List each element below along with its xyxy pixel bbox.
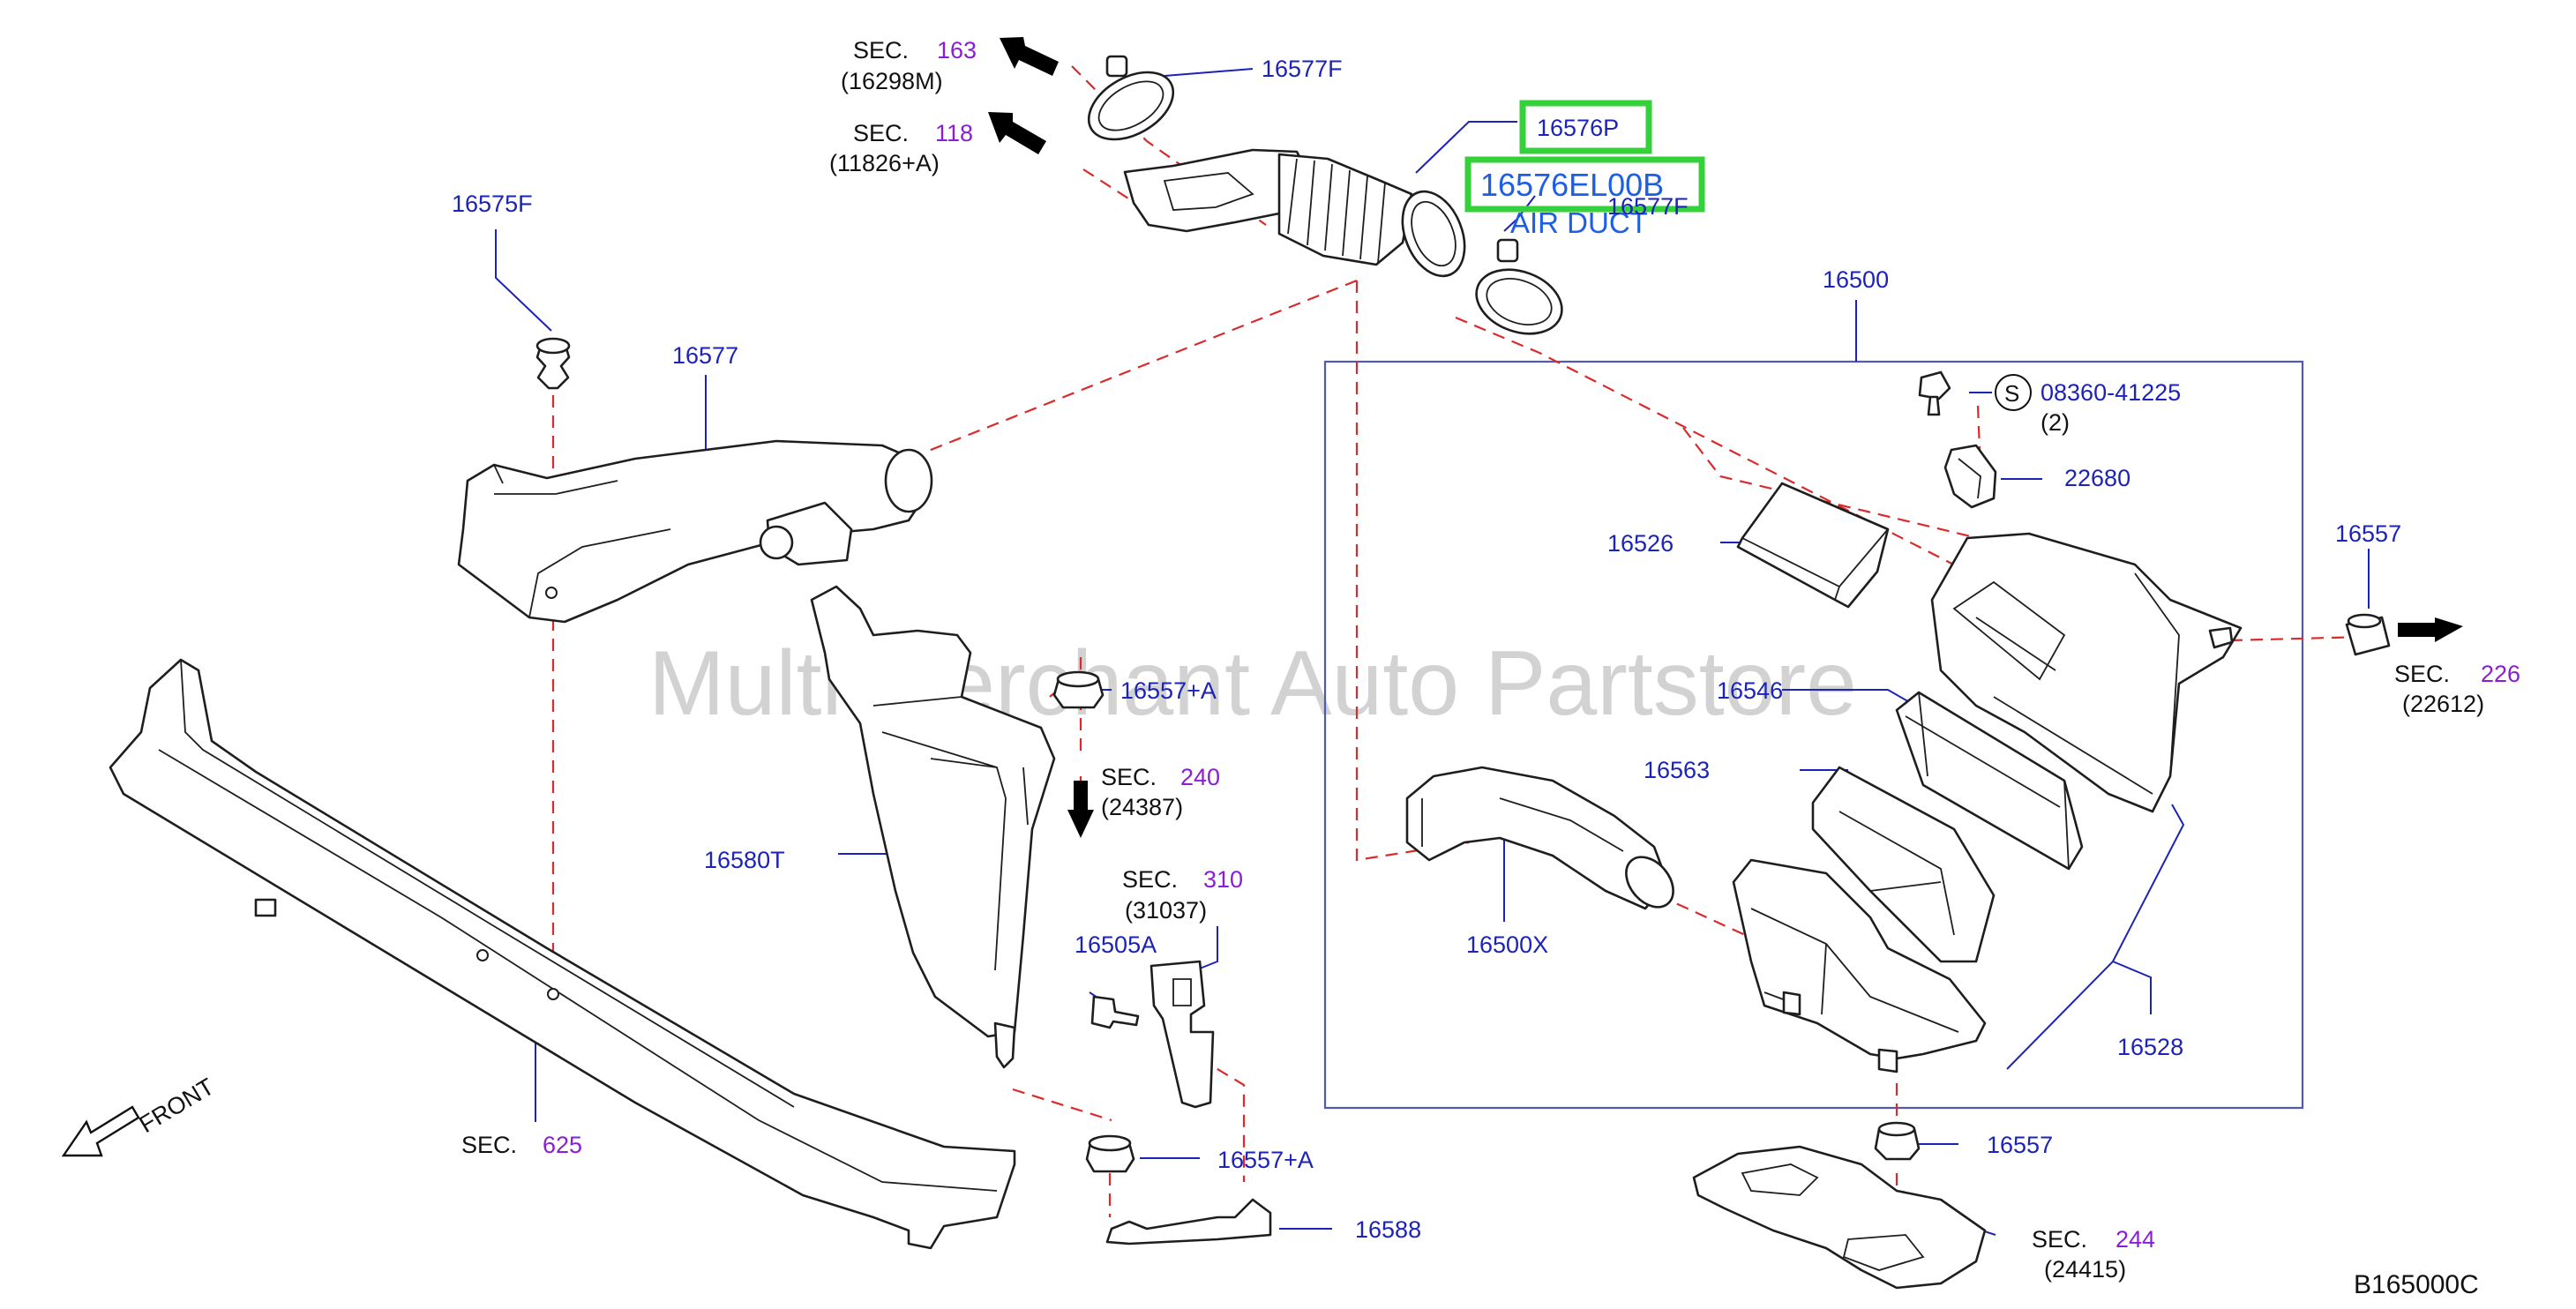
svg-text:SEC.: SEC. (1122, 866, 1178, 893)
inlet-16500x (1405, 766, 1674, 910)
svg-text:244: 244 (2115, 1226, 2155, 1253)
mount-16557-right (2345, 613, 2391, 656)
label-16500[interactable]: 16500 (1823, 266, 1889, 293)
tray-16563 (1811, 766, 1996, 963)
svg-text:310: 310 (1203, 866, 1243, 893)
svg-text:118: 118 (935, 120, 973, 146)
label-16546[interactable]: 16546 (1717, 677, 1783, 704)
bracket-16588 (1105, 1198, 1272, 1245)
section-ref-240[interactable]: SEC. 240 (24387) (1101, 764, 1220, 820)
label-16575f[interactable]: 16575F (452, 191, 533, 217)
section-ref-163[interactable]: SEC. 163 (16298M) (841, 37, 977, 94)
section-ref-244[interactable]: SEC. 244 (24415) (2032, 1226, 2155, 1283)
section-ref-226[interactable]: SEC. 226 (22612) (2394, 661, 2520, 717)
label-16557a-lower[interactable]: 16557+A (1217, 1147, 1314, 1173)
label-16577f-top[interactable]: 16577F (1262, 56, 1343, 82)
arrow-sec-118-icon (988, 112, 1046, 154)
valve-16505a (1090, 960, 1215, 1109)
svg-text:SEC.: SEC. (461, 1132, 517, 1158)
svg-text:SEC.: SEC. (2394, 661, 2450, 687)
bolt-circle-s-icon: S (1995, 374, 2032, 411)
label-22680[interactable]: 22680 (2064, 465, 2130, 491)
svg-text:(31037): (31037) (1125, 897, 1207, 924)
svg-text:226: 226 (2481, 661, 2520, 687)
svg-text:(24415): (24415) (2044, 1256, 2126, 1283)
upper-air-hose (1087, 55, 1563, 335)
label-bolt-qty: (2) (2041, 409, 2070, 436)
label-16577[interactable]: 16577 (672, 342, 738, 369)
label-16557-right[interactable]: 16557 (2335, 520, 2401, 547)
label-16505a[interactable]: 16505A (1075, 931, 1157, 958)
svg-text:SEC.: SEC. (1101, 764, 1157, 790)
section-ref-625[interactable]: SEC. 625 (461, 1132, 582, 1158)
label-air-duct: AIR DUCT (1510, 206, 1648, 239)
label-16576el00b[interactable]: 16576EL00B (1480, 167, 1664, 203)
arrow-sec-226-icon (2398, 617, 2463, 642)
mount-16557-bottom (1874, 1121, 1921, 1161)
bolt-08360 (1918, 370, 1951, 416)
svg-text:(24387): (24387) (1101, 794, 1183, 820)
heat-shield-sec-244 (1692, 1145, 1987, 1290)
label-08360-41225[interactable]: 08360-41225 (2041, 379, 2181, 406)
svg-text:S: S (2004, 380, 2019, 407)
element-16546 (1895, 691, 2084, 871)
svg-text:SEC.: SEC. (2032, 1226, 2087, 1253)
core-support-sec-625 (109, 658, 1016, 1250)
label-16557-bottom[interactable]: 16557 (1987, 1132, 2053, 1158)
section-ref-118[interactable]: SEC. 118 (11826+A) (829, 120, 973, 176)
arrow-sec-240-icon (1067, 781, 1094, 838)
label-16500x[interactable]: 16500X (1466, 931, 1548, 958)
cover-16526 (1736, 482, 1890, 609)
arrow-sec-163-icon (1000, 37, 1059, 76)
svg-text:(16298M): (16298M) (841, 68, 943, 94)
label-16577f-mid[interactable]: 16577F (1607, 193, 1689, 220)
svg-text:SEC.: SEC. (853, 37, 909, 64)
label-16526[interactable]: 16526 (1607, 530, 1674, 557)
direction-arrows (61, 37, 2463, 1157)
label-16563[interactable]: 16563 (1644, 757, 1710, 783)
label-16557a-upper[interactable]: 16557+A (1120, 677, 1217, 704)
svg-text:(11826+A): (11826+A) (829, 150, 940, 176)
label-16528[interactable]: 16528 (2117, 1034, 2183, 1060)
resonator-16580t (810, 585, 1056, 1069)
grommet-16557a-upper (1052, 670, 1105, 709)
highlight-box-16576el00b (1464, 156, 1705, 213)
air-duct-16577 (457, 439, 933, 624)
assembly-box (1323, 360, 2304, 1110)
svg-text:625: 625 (543, 1132, 582, 1158)
svg-text:240: 240 (1180, 764, 1220, 790)
upper-case-16500 (1930, 532, 2243, 813)
svg-text:163: 163 (937, 37, 977, 64)
front-label: FRONT (135, 1073, 219, 1139)
svg-text:(22612): (22612) (2402, 691, 2484, 717)
sensor-22680 (1943, 444, 1997, 509)
grommet-16557a-lower (1085, 1134, 1135, 1173)
svg-text:SEC.: SEC. (853, 120, 909, 146)
section-ref-310[interactable]: SEC. 310 (31037) (1122, 866, 1243, 924)
diagram-code: B165000C (2354, 1270, 2479, 1299)
label-16588[interactable]: 16588 (1355, 1216, 1421, 1243)
clip-16575f (535, 337, 571, 390)
label-16576p[interactable]: 16576P (1537, 115, 1619, 141)
lower-case-16528 (1732, 858, 1987, 1073)
front-arrow-icon (61, 1105, 140, 1157)
label-16580t[interactable]: 16580T (704, 847, 785, 873)
highlight-box-16576p (1519, 100, 1652, 154)
